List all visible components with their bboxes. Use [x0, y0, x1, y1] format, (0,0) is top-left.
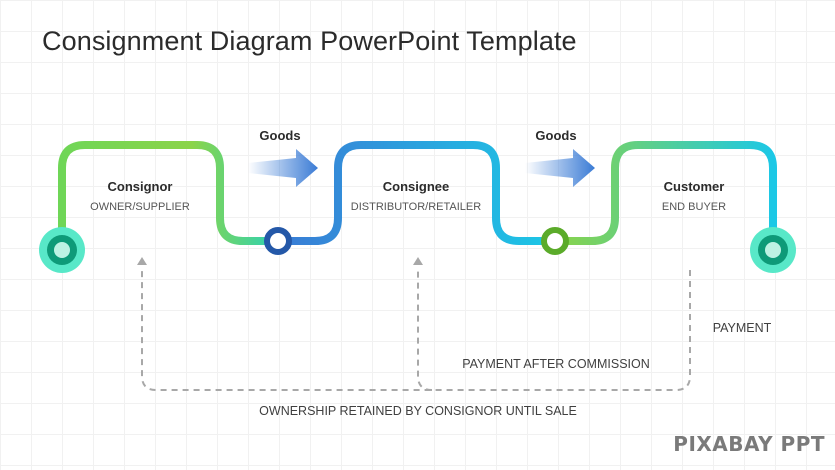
payment-after-commission-line — [417, 268, 433, 391]
goods-arrow-1 — [248, 149, 318, 187]
node-name-consignor: Consignor — [107, 179, 173, 194]
payment-after-commission-label: PAYMENT AFTER COMMISSION — [462, 357, 650, 371]
watermark-logo: PIXABAY PPT — [673, 432, 825, 456]
start-node-marker — [39, 227, 85, 273]
node-role-consignee: DISTRIBUTOR/RETAILER — [350, 201, 482, 213]
ownership-label: OWNERSHIP RETAINED BY CONSIGNOR UNTIL SA… — [259, 404, 577, 418]
connector-ring-2 — [541, 227, 569, 255]
return-arrowhead-consignor — [137, 257, 147, 265]
path-segment-customer — [551, 141, 777, 249]
node-name-consignee: Consignee — [382, 179, 450, 194]
return-arrowhead-consignee — [413, 257, 423, 265]
path-segment-consignor — [58, 141, 282, 249]
slide-title: Consignment Diagram PowerPoint Template — [42, 26, 577, 56]
node-role-customer: END BUYER — [661, 201, 727, 213]
goods-arrow-2 — [525, 149, 595, 187]
payment-label: PAYMENT — [712, 321, 772, 335]
node-name-customer: Customer — [663, 179, 725, 194]
ownership-return-line — [141, 268, 691, 391]
goods-label-2: Goods — [535, 128, 577, 143]
path-segment-consignee — [274, 141, 559, 245]
connector-ring-1 — [264, 227, 292, 255]
goods-label-1: Goods — [259, 128, 301, 143]
node-role-consignor: OWNER/SUPPLIER — [90, 201, 190, 213]
end-node-marker — [750, 227, 796, 273]
